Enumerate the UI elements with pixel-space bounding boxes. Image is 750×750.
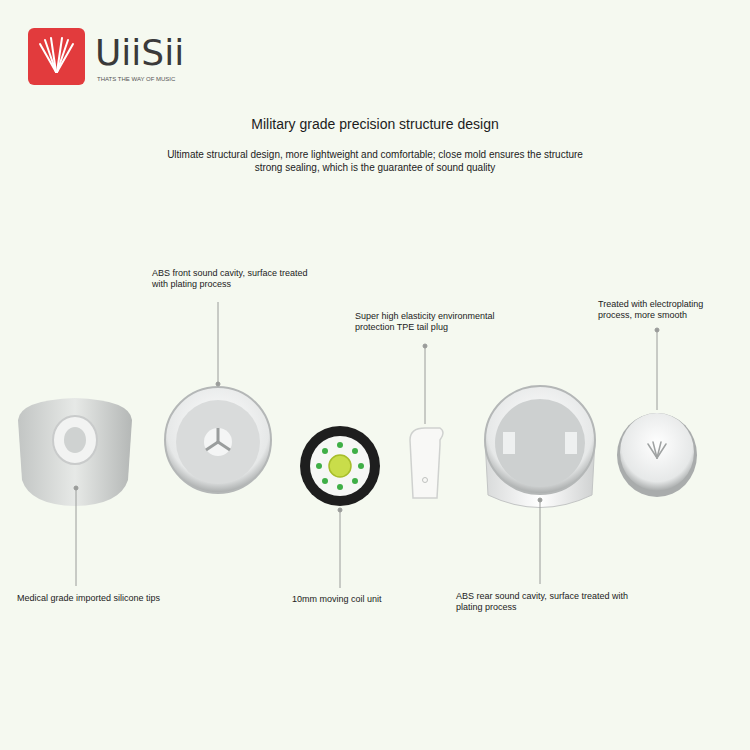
logo-wings bbox=[40, 38, 73, 72]
vent-dot bbox=[352, 448, 358, 454]
leader-dot bbox=[74, 486, 78, 490]
logo-mark bbox=[28, 28, 85, 85]
subtitle: Ultimate structural design, more lightwe… bbox=[165, 149, 585, 174]
cavity-rim bbox=[165, 387, 271, 493]
part-label: ABS rear sound cavity, surface treated w… bbox=[456, 591, 636, 614]
vent-dot bbox=[337, 442, 343, 448]
leader-line bbox=[425, 346, 426, 424]
part-label: Medical grade imported silicone tips bbox=[17, 593, 217, 604]
plug-hole bbox=[423, 478, 428, 483]
cap-logo-stroke bbox=[657, 444, 666, 458]
part-label: Treated with electroplating process, mor… bbox=[598, 299, 723, 322]
leader-dot bbox=[216, 382, 220, 386]
logo-square bbox=[28, 28, 85, 85]
driver-unit bbox=[300, 426, 380, 506]
tail-plug bbox=[410, 428, 443, 498]
driver-vents bbox=[316, 442, 364, 490]
leader-line bbox=[218, 302, 219, 384]
vent-dot bbox=[322, 478, 328, 484]
vent-dot bbox=[352, 478, 358, 484]
cap-face bbox=[620, 413, 694, 491]
tripod-arm bbox=[217, 428, 220, 442]
brand-tagline: THATS THE WAY OF MUSIC bbox=[97, 76, 217, 84]
title: Military grade precision structure desig… bbox=[0, 116, 750, 134]
front-cavity bbox=[165, 387, 271, 493]
driver-dome bbox=[329, 455, 351, 477]
tripod-arm bbox=[206, 442, 218, 450]
leader-line bbox=[657, 330, 658, 410]
vent-dot bbox=[322, 448, 328, 454]
vent-dot bbox=[316, 463, 322, 469]
cap-edge bbox=[617, 413, 697, 497]
tripod-arm bbox=[218, 442, 230, 450]
leader-lines bbox=[74, 302, 659, 588]
back-cap bbox=[617, 413, 697, 497]
leader-dot bbox=[655, 328, 659, 332]
rear-cavity bbox=[485, 386, 595, 508]
wing-stroke bbox=[57, 44, 73, 72]
leader-dot bbox=[423, 344, 427, 348]
tip-ring bbox=[53, 416, 97, 464]
tip-hole bbox=[64, 427, 86, 453]
driver-frame bbox=[300, 426, 380, 506]
leader-dot bbox=[338, 508, 342, 512]
cavity-notch bbox=[503, 432, 515, 454]
cavity-port bbox=[204, 428, 232, 456]
cavity-inside bbox=[495, 399, 585, 487]
driver-face bbox=[310, 436, 370, 496]
leader-line bbox=[76, 488, 77, 586]
cavity-floor bbox=[176, 400, 260, 484]
plug-body bbox=[410, 428, 443, 498]
leader-dot bbox=[538, 498, 542, 502]
part-label: 10mm moving coil unit bbox=[292, 594, 432, 605]
cap-logo bbox=[648, 442, 666, 458]
part-label: Super high elasticity environmental prot… bbox=[355, 311, 530, 334]
cavity-notch bbox=[565, 432, 577, 454]
cavity-tripod bbox=[206, 428, 230, 450]
wing-stroke bbox=[51, 38, 56, 72]
vent-dot bbox=[337, 484, 343, 490]
cap-logo-stroke bbox=[653, 442, 657, 458]
cavity-rim bbox=[485, 386, 595, 494]
vent-dot bbox=[358, 463, 364, 469]
leader-line bbox=[340, 510, 341, 588]
brand-name: UiiSii bbox=[95, 33, 245, 73]
leader-line bbox=[540, 500, 541, 584]
tip-body bbox=[18, 398, 132, 506]
part-label: ABS front sound cavity, surface treated … bbox=[152, 268, 312, 291]
silicone-tip bbox=[18, 398, 132, 506]
